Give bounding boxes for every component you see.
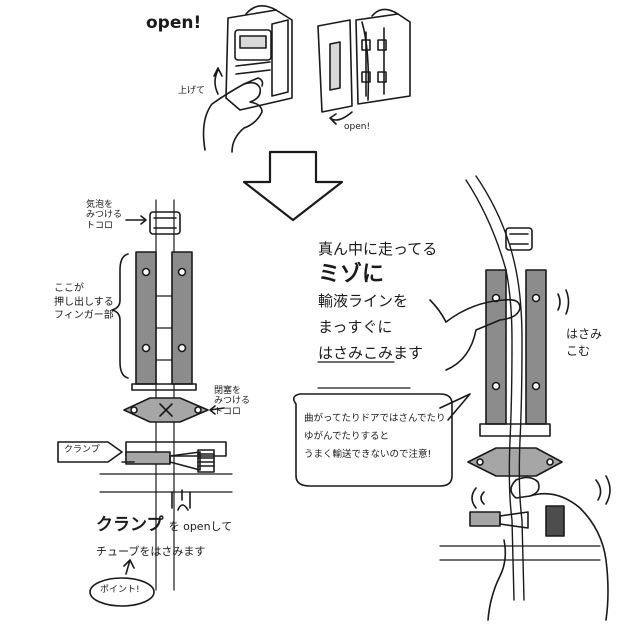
lift-arrow [213,67,223,95]
main-text-line: ミゾに [318,262,385,287]
door-open-label: open! [344,122,371,132]
pump-open-illustration [317,8,411,113]
occlusion-label: 閉塞を みつける トコロ [214,386,251,417]
hand-lifting-lever [202,77,264,153]
clamp-tag-outline [57,441,123,463]
infusion-tube [465,175,525,601]
main-text-line: 真ん中に走ってる [318,240,438,258]
main-text-line: はさみこみます [318,344,424,362]
door-open-arrow [329,111,353,125]
occlusion-pointer [209,405,225,415]
warning-line: ゆがんでたりすると [304,431,390,443]
main-text-line: まっすぐに [318,318,393,336]
wiggle-marks [471,475,611,509]
pinch-motion-marks [557,289,570,315]
finger-part-brace [111,253,129,379]
clamp-instruction-line2: チューブをはさみます [96,545,206,558]
down-arrow [242,150,344,222]
hand-holding-clamp [487,476,609,621]
point-arrow [123,559,135,575]
clamp-tag: クランプ [64,445,100,455]
pinch-label: はさみ こむ [566,327,603,358]
open-title: open! [146,13,202,33]
finger-part-label: ここが 押し出しする フィンガー部 [54,283,114,321]
air-detector-pointer [125,215,147,225]
right-mechanism [439,227,601,561]
main-text-line: 輸液ラインを [318,292,409,310]
hand-pressing-tube [429,298,521,371]
air-detector-label: 気泡を みつける トコロ [86,200,123,231]
lift-label: 上げて [178,86,206,96]
warning-line: 曲がってたりドアではさんでたり [304,413,446,424]
clamp-instruction-rest: を openして [168,520,233,533]
left-mechanism [99,199,233,591]
warning-line: うまく輸送できないので注意! [304,449,432,461]
pump-closed-illustration [225,5,293,111]
point-badge: ポイント! [100,585,140,595]
warning-bubble [292,393,471,487]
clamp-instruction-line1: クランプ を openして [96,515,233,536]
main-text-underlines [317,361,411,389]
main-instruction-text: 真ん中に走ってるミゾに輸液ラインをまっすぐにはさみこみます [318,236,437,366]
clamp-instruction-keyword: クランプ [96,515,164,535]
warning-text: 曲がってたりドアではさんでたりゆがんでたりするとうまく輸送できないので注意! [304,410,446,464]
point-badge-outline [89,577,155,607]
